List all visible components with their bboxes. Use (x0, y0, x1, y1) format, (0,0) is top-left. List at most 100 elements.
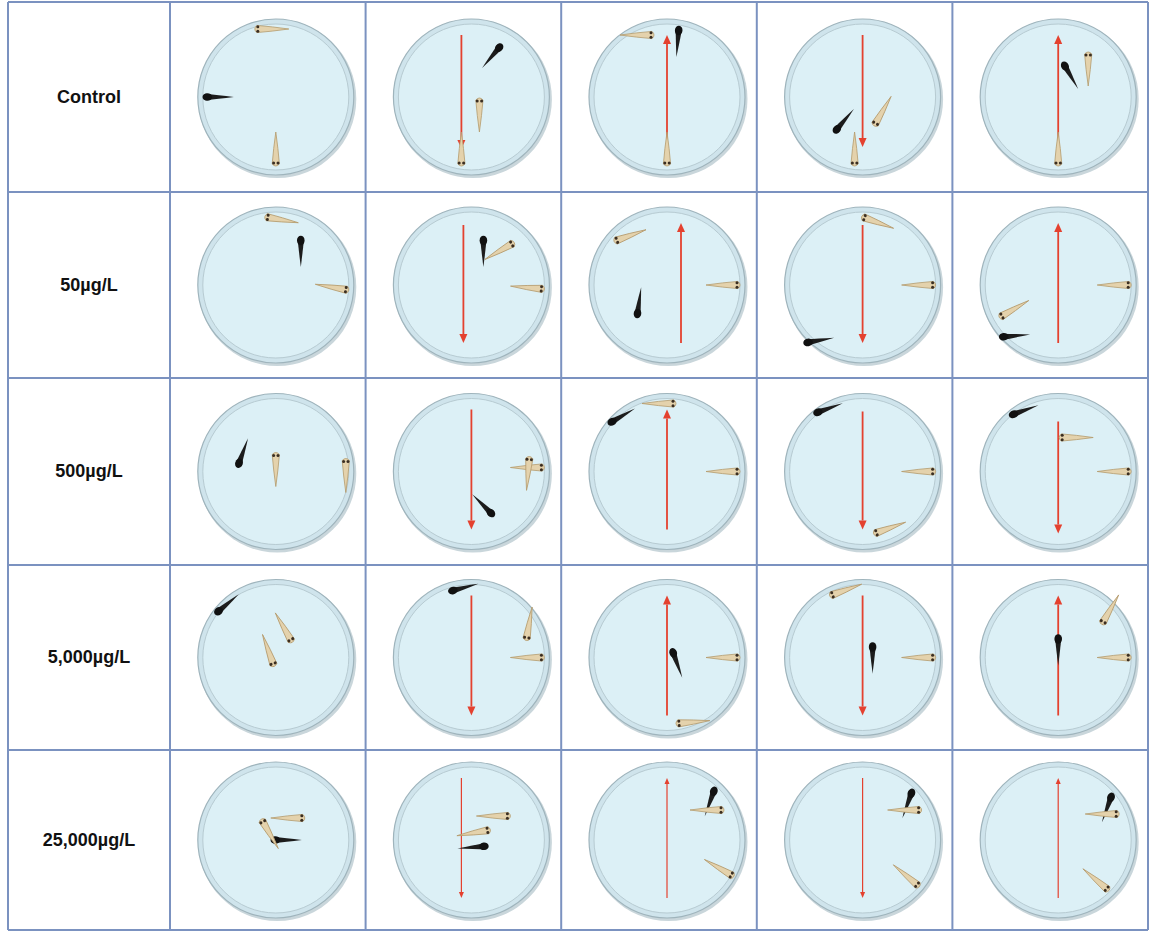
petri-dish (198, 580, 357, 739)
pale-larva (272, 453, 279, 487)
dish-rim (980, 762, 1136, 918)
larva-head (479, 842, 489, 850)
dish-rim (980, 19, 1136, 175)
dish-rim (589, 19, 745, 175)
row-label: 500µg/L (55, 461, 122, 482)
larva-body (510, 654, 544, 661)
pale-larva (860, 213, 894, 232)
dish-shadow (590, 581, 748, 739)
dish-rim (393, 394, 549, 550)
larva-eye (677, 720, 680, 723)
pale-larva (272, 611, 295, 644)
dish-water (203, 585, 349, 731)
table-grid (8, 2, 1148, 930)
grid-line (1147, 2, 1149, 930)
dish-water (985, 767, 1131, 913)
arrow-head (1056, 778, 1061, 784)
pale-larva (458, 132, 465, 166)
pale-larva (613, 226, 647, 245)
pale-larva (342, 459, 349, 493)
arrow-shaft (666, 784, 667, 898)
larva-body (1097, 654, 1131, 661)
grid-line (951, 2, 953, 930)
larva-body (510, 283, 544, 293)
larva-eye (344, 290, 347, 293)
dish-shadow (198, 208, 356, 366)
dish-rim (393, 580, 549, 736)
dish-rim (980, 207, 1136, 363)
dish-water (203, 212, 349, 358)
arrow-shaft (470, 596, 472, 707)
petri-dish (393, 207, 552, 366)
black-larva (899, 787, 917, 819)
larva-body (706, 654, 740, 661)
larva-eye (300, 819, 303, 822)
larva-eye (668, 162, 671, 165)
row-label: 50µg/L (60, 275, 117, 296)
pale-larva (1097, 468, 1131, 475)
grid-line (365, 2, 367, 930)
larva-body (1097, 281, 1131, 288)
dish-rim (393, 19, 549, 175)
larva-eye (1103, 621, 1107, 625)
larva-head (234, 457, 244, 469)
petri-dish (980, 207, 1139, 366)
black-larva (447, 580, 479, 595)
larva-eye (511, 244, 515, 248)
arrow-shaft (862, 596, 864, 707)
dish-rim (393, 762, 549, 918)
dish-rim (589, 762, 745, 918)
dish-rim (589, 394, 745, 550)
pale-larva (1097, 654, 1131, 661)
larva-eye (1127, 658, 1130, 661)
larva-body (872, 519, 906, 537)
larva-body (483, 239, 516, 262)
larva-eye (874, 529, 878, 533)
larva-body (871, 95, 894, 128)
larva-head (906, 787, 916, 799)
pale-larva (997, 297, 1030, 320)
dish-rim (589, 580, 745, 736)
dish-water (594, 767, 740, 913)
larva-eye (256, 30, 259, 33)
petri-dish (589, 19, 748, 178)
larva-eye (540, 468, 543, 471)
larva-eye (736, 654, 739, 657)
larva-body (690, 806, 724, 813)
pale-larva (456, 826, 491, 839)
dish-shadow (981, 581, 1139, 739)
movement-arrow (459, 225, 467, 343)
petri-dish (393, 580, 552, 739)
arrow-shaft (1057, 232, 1059, 343)
larva-eye (506, 817, 509, 820)
larva-eye (525, 458, 528, 461)
arrow-shaft (862, 35, 864, 138)
pale-larva (663, 132, 670, 166)
movement-arrow (467, 410, 475, 530)
grid-line (756, 2, 758, 930)
dish-rim (198, 19, 354, 175)
dish-water (594, 585, 740, 731)
arrow-head (1054, 35, 1062, 44)
larva-eye (342, 460, 345, 463)
dish-shadow (394, 208, 552, 366)
pale-larva (483, 239, 516, 262)
arrow-head (859, 521, 867, 530)
dish-shadow (198, 20, 356, 178)
larva-eye (855, 162, 858, 165)
larva-body (828, 581, 862, 599)
larva-eye (1089, 54, 1092, 57)
pale-larva (1098, 593, 1121, 626)
larva-eye (831, 595, 835, 599)
pale-larva (902, 468, 936, 475)
dish-water (203, 399, 349, 545)
larva-eye (650, 36, 653, 39)
pale-larva (1059, 434, 1093, 441)
larva-eye (616, 240, 620, 244)
larva-eye (875, 533, 879, 537)
grid-line (169, 2, 171, 930)
pale-larva (258, 817, 281, 850)
dish-rim (198, 580, 354, 736)
dish-shadow (785, 763, 943, 921)
dish-shadow (785, 208, 943, 366)
